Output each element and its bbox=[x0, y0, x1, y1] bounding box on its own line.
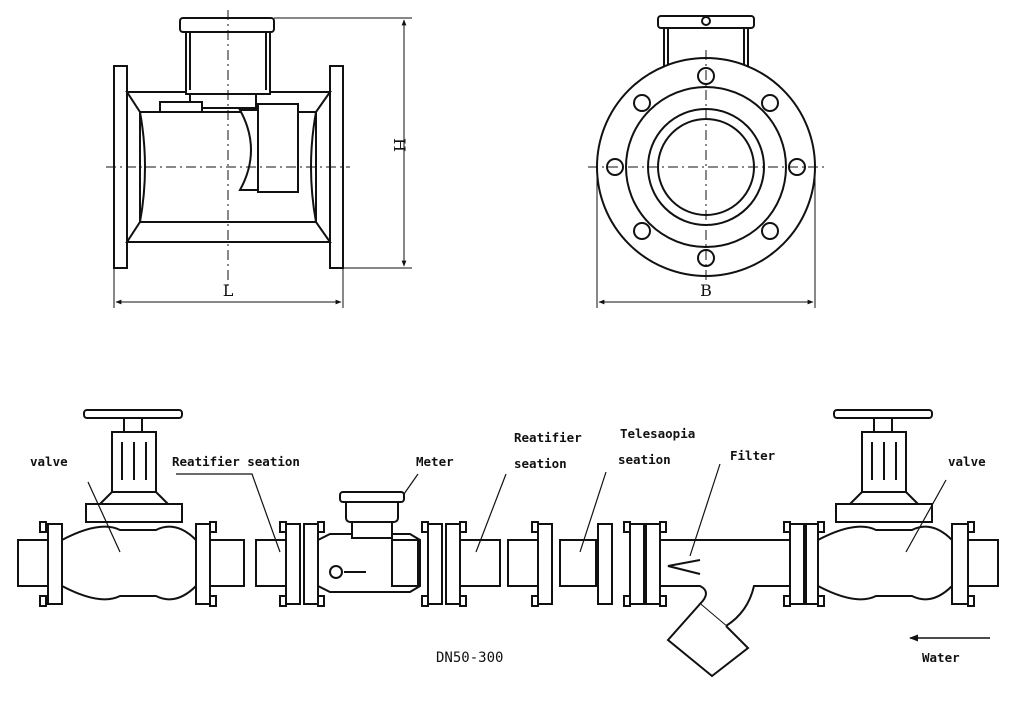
height-dimension-label: H bbox=[390, 138, 409, 152]
y-filter bbox=[659, 539, 791, 678]
label-rectifier-right-1: Reatifier bbox=[514, 430, 582, 445]
telescopic-ring bbox=[597, 523, 613, 605]
meter-side-view bbox=[106, 10, 412, 308]
label-telescopic-1: Telesaopia bbox=[620, 426, 695, 441]
label-water: Water bbox=[922, 650, 960, 665]
label-rectifier-right-2: seation bbox=[514, 456, 567, 471]
gate-valve-left bbox=[61, 409, 197, 601]
flanges bbox=[47, 523, 969, 605]
bolt-holes bbox=[606, 67, 806, 267]
label-rectifier-left: Reatifier seation bbox=[172, 454, 300, 469]
bolt-nubs bbox=[39, 521, 975, 607]
label-filter: Filter bbox=[730, 448, 776, 463]
meter-front-view bbox=[588, 15, 824, 308]
leader-lines bbox=[87, 463, 947, 557]
label-valve-right: valve bbox=[948, 454, 986, 469]
label-size-range: DN50-300 bbox=[436, 650, 503, 666]
label-telescopic-2: seation bbox=[618, 452, 671, 467]
width-dimension-label: B bbox=[700, 281, 712, 300]
installation-pipeline bbox=[17, 409, 999, 678]
gate-valve-right bbox=[817, 409, 953, 601]
length-dimension-label: L bbox=[223, 281, 234, 300]
flow-meter bbox=[317, 491, 421, 593]
label-valve-left: valve bbox=[30, 454, 68, 469]
label-meter: Meter bbox=[416, 454, 454, 469]
